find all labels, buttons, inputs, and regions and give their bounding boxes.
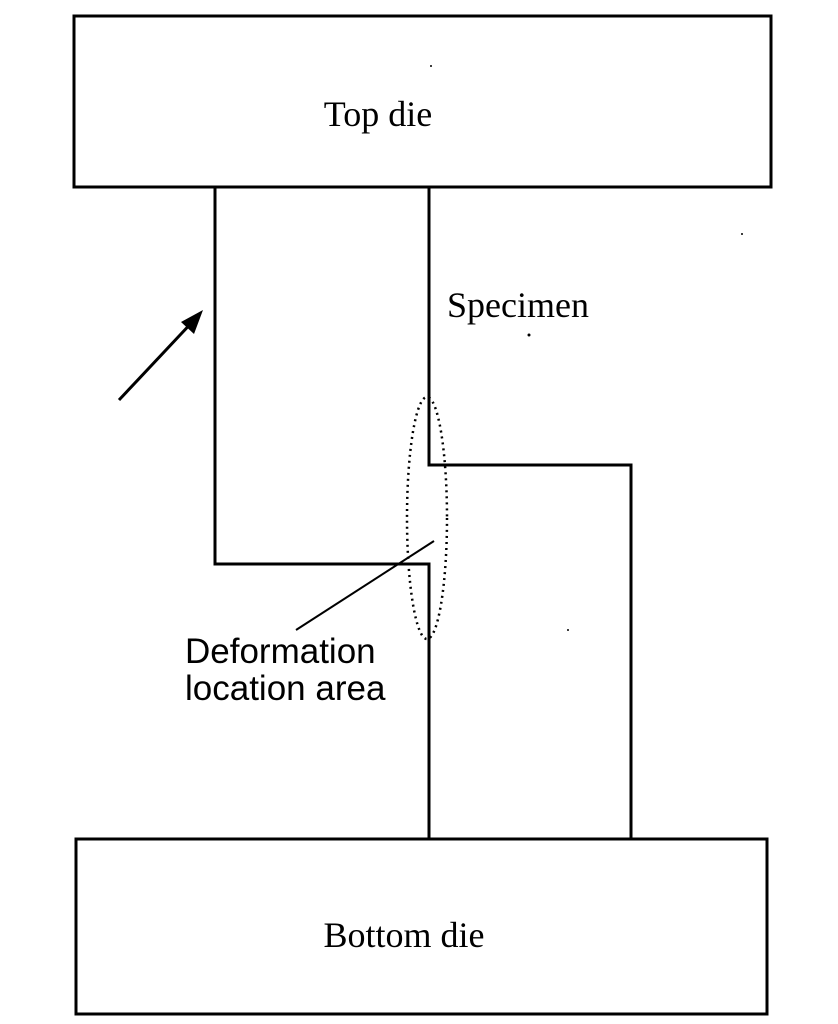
top-die-box	[72, 14, 773, 189]
arrow-shaft	[117, 316, 198, 402]
speck	[430, 65, 432, 67]
deformation-label-line1: Deformation	[185, 632, 376, 671]
deformation-ellipse	[405, 395, 449, 641]
top-die-label: Top die	[324, 94, 432, 134]
speck	[527, 333, 531, 337]
bottom-die: Bottom die	[74, 837, 769, 1016]
specimen-upper-outline	[213, 186, 431, 642]
deformation-leader-line	[295, 540, 435, 631]
specimen-lower-outline	[427, 398, 633, 841]
deformation-label: Deformation location area	[185, 632, 386, 708]
top-die: Top die	[72, 14, 773, 189]
arrow-icon	[117, 310, 203, 402]
deformation-label-line2: location area	[185, 669, 386, 708]
bottom-die-label: Bottom die	[324, 915, 485, 955]
speck	[567, 629, 569, 631]
arrow-head	[181, 310, 203, 334]
speck	[741, 233, 743, 235]
specimen-label: Specimen	[447, 285, 589, 325]
bottom-die-box	[74, 837, 769, 1016]
